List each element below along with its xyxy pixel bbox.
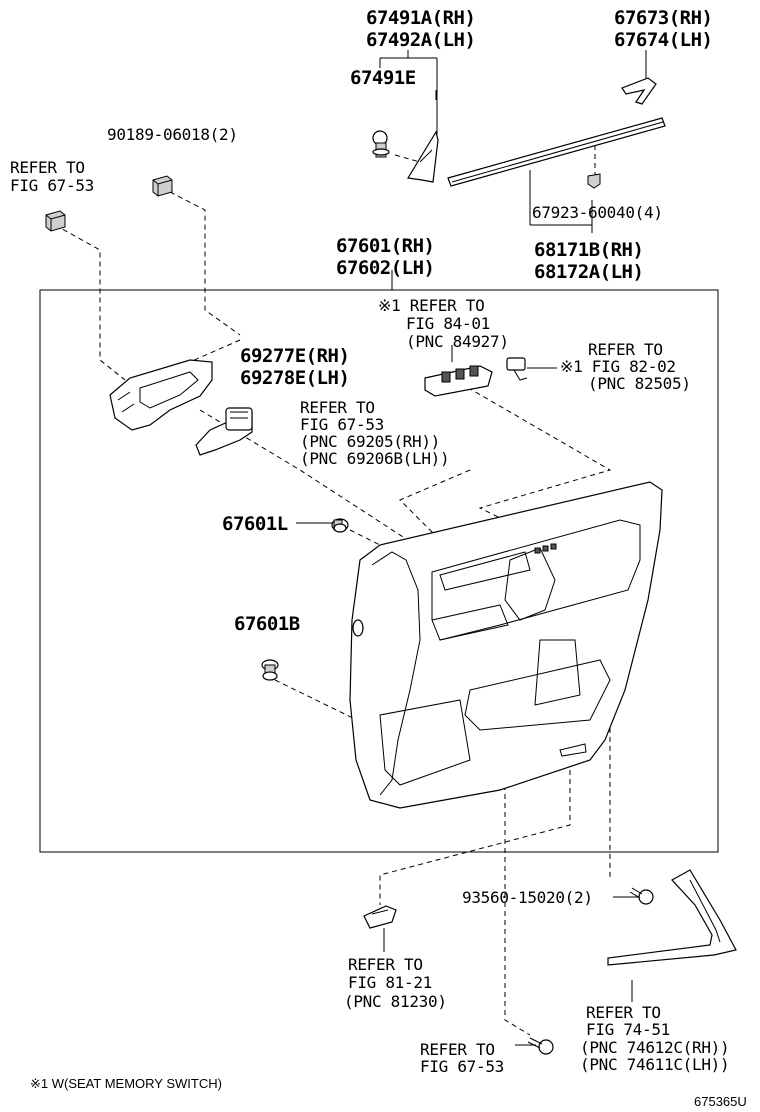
- refer-to-74-51-line3[interactable]: (PNC 74612C(RH)): [580, 1038, 730, 1057]
- part-number-67601b[interactable]: 67601B: [234, 613, 300, 635]
- refer-to-81-21-line1[interactable]: REFER TO: [348, 955, 423, 974]
- refer-to-81-21-line3[interactable]: (PNC 81230): [344, 992, 447, 1011]
- part-number-90189[interactable]: 90189-06018(2): [107, 125, 238, 144]
- refer-to-67-53-mid-line2[interactable]: FIG 67-53: [300, 415, 384, 434]
- footnote: ※1 W(SEAT MEMORY SWITCH): [30, 1076, 222, 1091]
- part-number-67923[interactable]: 67923-60040(4): [532, 203, 663, 222]
- refer-to-82-02-line1[interactable]: REFER TO: [588, 340, 663, 359]
- clip-67601b-icon: [261, 659, 279, 681]
- refer-to-67-53-bottom-line2[interactable]: FIG 67-53: [420, 1057, 504, 1076]
- refer-to-67-53-top-line2[interactable]: FIG 67-53: [10, 176, 94, 195]
- clip-refer-icon: [45, 210, 66, 232]
- refer-to-84-01-line1[interactable]: ※1 REFER TO: [378, 296, 485, 315]
- part-number-67602[interactable]: 67602(LH): [336, 257, 435, 279]
- clip-90189-icon: [152, 175, 173, 197]
- refer-to-67-53-mid-line1[interactable]: REFER TO: [300, 398, 375, 417]
- leader-lines: [296, 50, 647, 1046]
- part-number-69278e[interactable]: 69278E(LH): [240, 367, 350, 389]
- refer-to-67-53-mid-line4[interactable]: (PNC 69206B(LH)): [300, 449, 450, 468]
- part-number-93560[interactable]: 93560-15020(2): [462, 888, 593, 907]
- part-number-68172a[interactable]: 68172A(LH): [534, 261, 644, 283]
- figure-code: 675365U: [694, 1094, 747, 1109]
- part-number-69277e[interactable]: 69277E(RH): [240, 345, 350, 367]
- refer-to-67-53-bottom-line1[interactable]: REFER TO: [420, 1040, 495, 1059]
- belt-moulding-68171b-icon: [447, 117, 666, 187]
- part-number-67601l[interactable]: 67601L: [222, 513, 288, 535]
- screw-bottom-icon: [527, 1037, 554, 1055]
- door-garnish-74612c-icon: [607, 869, 737, 966]
- refer-to-74-51-line4[interactable]: (PNC 74611C(LH)): [580, 1055, 730, 1074]
- screw-93560-icon: [629, 887, 654, 905]
- refer-to-74-51-line2[interactable]: FIG 74-51: [586, 1020, 670, 1039]
- part-number-67492a[interactable]: 67492A(LH): [366, 29, 476, 51]
- memory-switch-82505-icon: [506, 357, 528, 381]
- door-trim-panel-icon: [349, 481, 663, 809]
- inside-handle-bezel-icon: [109, 359, 213, 431]
- part-number-67601[interactable]: 67601(RH): [336, 235, 435, 257]
- courtesy-lamp-81230-icon: [363, 905, 397, 929]
- part-number-67673[interactable]: 67673(RH): [614, 7, 713, 29]
- refer-to-67-53-mid-line3[interactable]: (PNC 69205(RH)): [300, 432, 440, 451]
- part-number-67491a[interactable]: 67491A(RH): [366, 7, 476, 29]
- clip-67491e-icon: [372, 130, 390, 158]
- refer-to-74-51-line1[interactable]: REFER TO: [586, 1003, 661, 1022]
- mirror-cover-67491a-icon: [407, 130, 439, 183]
- part-number-67674[interactable]: 67674(LH): [614, 29, 713, 51]
- door-trim-assembly-frame: [39, 289, 719, 853]
- refer-to-84-01-line2[interactable]: FIG 84-01: [406, 314, 490, 333]
- part-number-67491e[interactable]: 67491E: [350, 67, 416, 89]
- refer-to-84-01-line3[interactable]: (PNC 84927): [406, 332, 509, 351]
- inside-handle-icon: [195, 407, 253, 456]
- clip-67601l-icon: [331, 518, 349, 533]
- window-switch-84927-icon: [424, 365, 493, 397]
- moulding-end-cap-67673-icon: [621, 77, 657, 105]
- refer-to-82-02-line2[interactable]: ※1 FIG 82-02: [560, 357, 676, 376]
- refer-to-81-21-line2[interactable]: FIG 81-21: [348, 973, 432, 992]
- clip-67923-icon: [587, 173, 601, 189]
- refer-to-82-02-line3[interactable]: (PNC 82505): [588, 374, 691, 393]
- part-number-68171b[interactable]: 68171B(RH): [534, 239, 644, 261]
- refer-to-67-53-top-line1[interactable]: REFER TO: [10, 158, 85, 177]
